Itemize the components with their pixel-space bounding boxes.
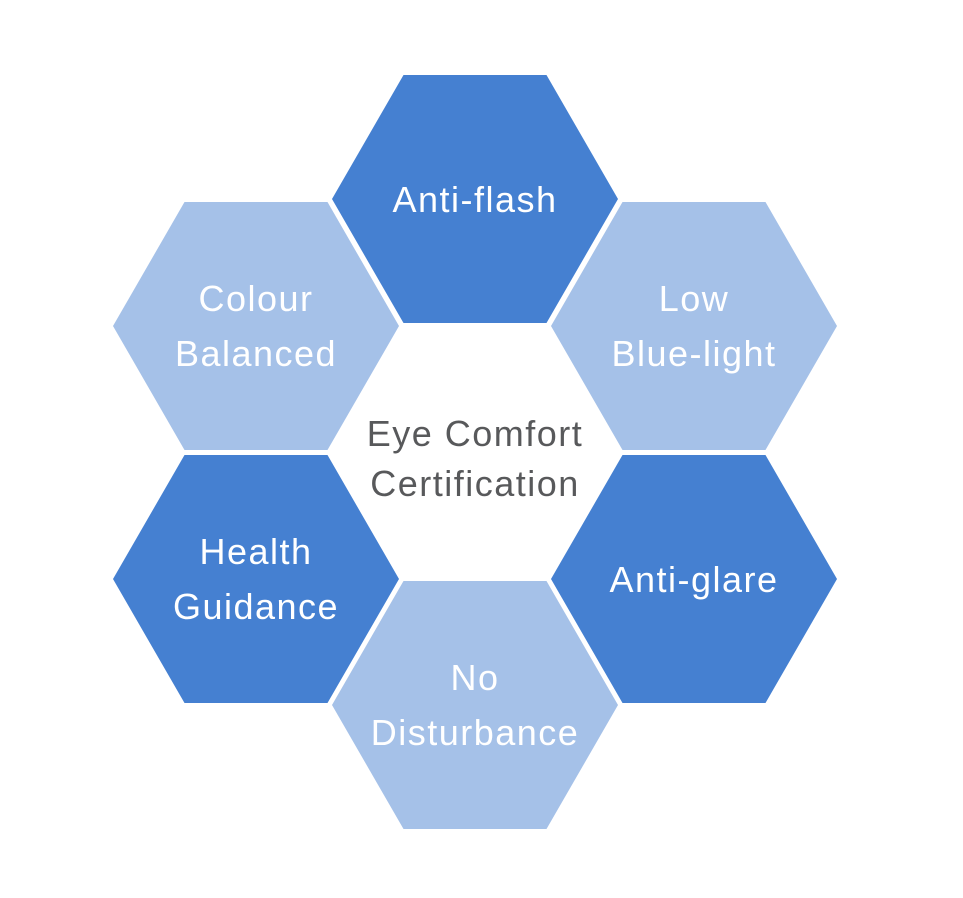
hexagon-label-line: Health: [199, 531, 313, 572]
hexagon-label: Health Guidance: [173, 524, 339, 634]
hexagon-label-line: Anti-glare: [609, 558, 779, 600]
hexagon-label-line: Disturbance: [370, 712, 580, 753]
hexagon-label-line: Guidance: [172, 586, 340, 627]
diagram-title-line: Certification: [370, 463, 580, 504]
hexagon-label-line: Colour: [198, 278, 314, 319]
hexagon-label: Low Blue-light: [611, 271, 776, 381]
diagram-title-line: Eye Comfort: [366, 413, 584, 454]
hexagon-label: Anti-flash: [392, 172, 557, 227]
hexagon-label: No Disturbance: [371, 650, 580, 760]
hexagon-label-line: Balanced: [174, 333, 338, 374]
hexagon-label-line: Blue-light: [611, 333, 777, 374]
hexagon-label-line: No: [450, 657, 500, 698]
hexagon-low-blue-light: Low Blue-light: [551, 202, 837, 450]
hexagon-label-line: Anti-flash: [392, 178, 558, 220]
hexagon-label-line: Low: [658, 278, 730, 319]
hexagon-anti-glare: Anti-glare: [551, 455, 837, 703]
hexagon-label: Colour Balanced: [175, 271, 337, 381]
hexagon-label: Anti-glare: [609, 552, 778, 607]
diagram-title: Eye Comfort Certification: [367, 409, 584, 509]
